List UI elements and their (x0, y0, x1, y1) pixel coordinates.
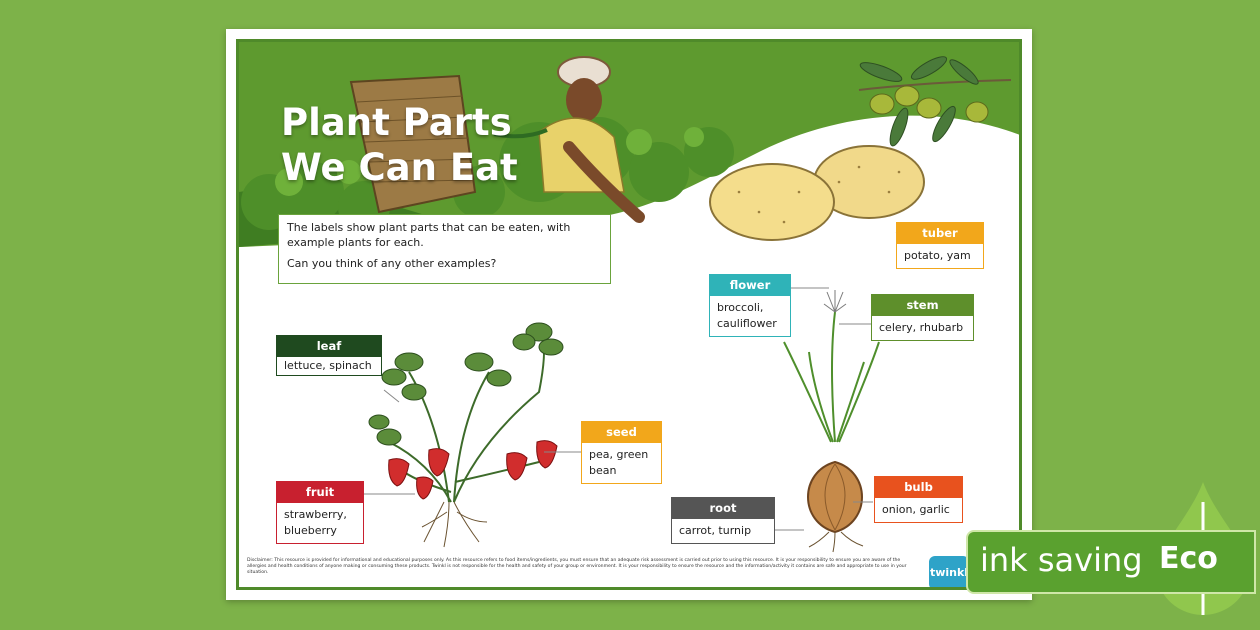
label-fruit-body: strawberry, blueberry (277, 503, 363, 543)
title-line-1: Plant Parts (281, 101, 512, 144)
label-fruit-body-line1: strawberry, (284, 508, 347, 521)
label-seed: seed pea, green bean (581, 421, 662, 484)
page-title: Plant Parts We Can Eat (281, 100, 518, 190)
label-bulb-title: bulb (875, 477, 962, 498)
info-box: The labels show plant parts that can be … (278, 214, 611, 284)
label-flower-title: flower (710, 275, 790, 296)
label-leaf-body: lettuce, spinach (284, 359, 372, 372)
label-flower-body-line2: cauliflower (717, 317, 777, 330)
label-bulb: bulb onion, garlic (874, 476, 963, 523)
eco-badge: ink saving Eco (966, 530, 1256, 594)
poster: Plant Parts We Can Eat The labels show p… (226, 29, 1032, 600)
eco-ink-saving-text: ink saving (980, 541, 1143, 579)
title-line-2: We Can Eat (281, 146, 518, 189)
info-text: The labels show plant parts that can be … (287, 221, 571, 249)
label-fruit-body-line2: blueberry (284, 524, 337, 537)
label-tuber-title: tuber (897, 223, 983, 244)
disclaimer-text: Disclaimer: This resource is provided fo… (247, 558, 907, 575)
eco-word: Eco (1159, 541, 1218, 576)
label-leaf: leaf lettuce, spinach (276, 335, 382, 376)
label-flower: flower broccoli, cauliflower (709, 274, 791, 337)
label-bulb-body: onion, garlic (882, 503, 950, 516)
label-fruit: fruit strawberry, blueberry (276, 481, 364, 544)
header-illustration (239, 42, 1019, 553)
label-leaf-title: leaf (277, 336, 381, 357)
label-seed-body: pea, green bean (582, 443, 661, 483)
label-root: root carrot, turnip (671, 497, 775, 544)
twinkl-logo: twinkl (929, 556, 969, 587)
label-stem-body: celery, rhubarb (879, 321, 964, 334)
label-stem-title: stem (872, 295, 973, 316)
label-stem: stem celery, rhubarb (871, 294, 974, 341)
poster-inner: Plant Parts We Can Eat The labels show p… (236, 39, 1022, 590)
label-tuber-body: potato, yam (904, 249, 971, 262)
label-flower-body: broccoli, cauliflower (710, 296, 790, 336)
label-root-title: root (672, 498, 774, 519)
eco-band (966, 530, 1256, 594)
info-question: Can you think of any other examples? (287, 257, 497, 270)
label-flower-body-line1: broccoli, (717, 301, 764, 314)
label-seed-body-line2: bean (589, 464, 617, 477)
label-tuber: tuber potato, yam (896, 222, 984, 269)
label-seed-body-line1: pea, green (589, 448, 649, 461)
label-fruit-title: fruit (277, 482, 363, 503)
label-seed-title: seed (582, 422, 661, 443)
label-root-body: carrot, turnip (679, 524, 752, 537)
